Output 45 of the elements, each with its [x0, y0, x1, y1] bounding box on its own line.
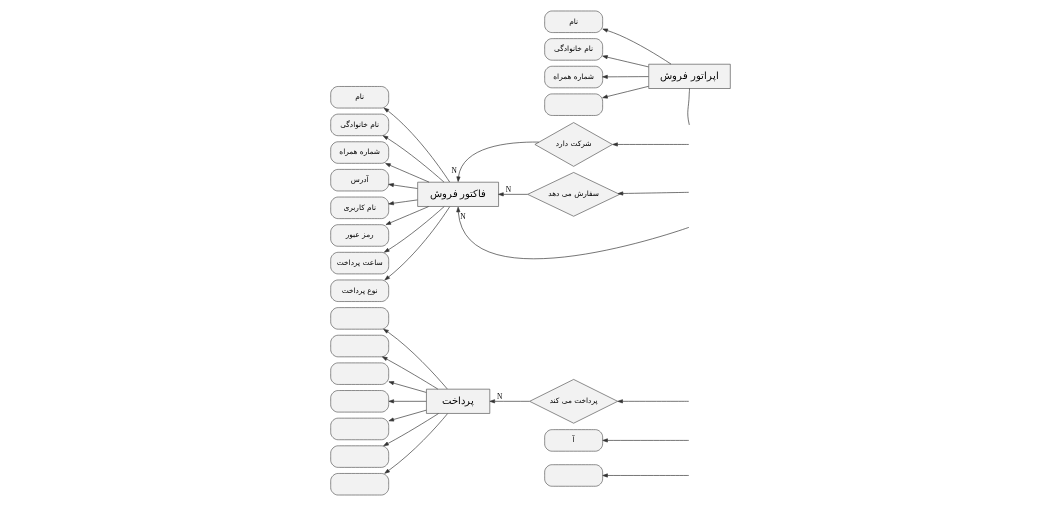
node-box: پرداخت [426, 388, 491, 414]
arrow [382, 135, 445, 183]
arrow [385, 163, 430, 183]
arrow [388, 183, 418, 189]
arrow [388, 199, 418, 206]
arrow [489, 399, 530, 404]
arrow [388, 381, 427, 393]
node-oval [330, 445, 389, 468]
edge-label: N [451, 166, 457, 176]
arrow [456, 206, 690, 259]
node-oval [330, 417, 389, 441]
arrow [602, 438, 690, 443]
arrow [456, 141, 540, 182]
arrow [384, 206, 451, 281]
edge-label: N [505, 184, 512, 194]
edge-label: N [497, 391, 503, 401]
arrow [617, 399, 690, 404]
arrow [383, 413, 439, 447]
arrow [388, 409, 427, 422]
arrow [384, 206, 445, 253]
arrow [612, 142, 690, 147]
node-oval [330, 362, 389, 385]
arrow [617, 191, 690, 196]
arrow [382, 356, 439, 390]
node-oval [544, 464, 603, 487]
arrow [388, 399, 427, 404]
node-oval [544, 93, 603, 116]
connector [687, 88, 690, 126]
arrow [602, 55, 649, 68]
edge-label: N [460, 211, 466, 221]
node-oval [330, 334, 389, 358]
arrow [602, 473, 690, 478]
arrow [385, 206, 429, 225]
node-oval [330, 307, 389, 330]
arrow [383, 328, 448, 390]
node-oval [330, 390, 389, 413]
node-box: اپراتور فروش [648, 63, 731, 89]
arrow [602, 74, 649, 79]
arrow [602, 28, 672, 65]
node-box: فاکتور فروش [417, 181, 499, 207]
arrow [384, 413, 448, 474]
node-oval [330, 473, 389, 496]
arrow [383, 107, 450, 183]
arrow [602, 86, 649, 99]
arrow [498, 192, 528, 197]
